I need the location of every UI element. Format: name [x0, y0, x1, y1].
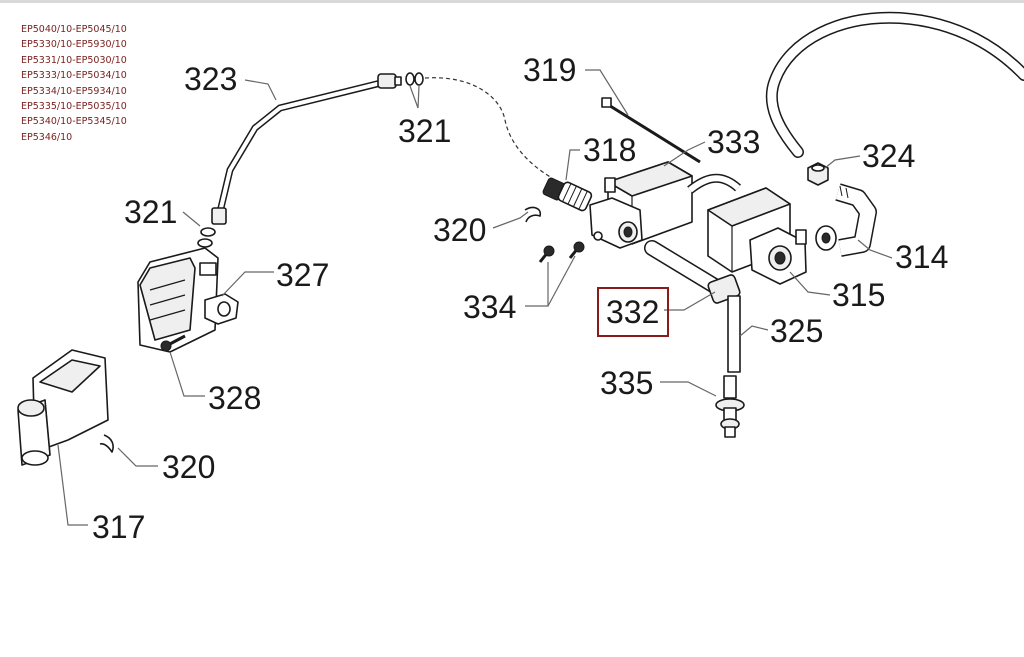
- label-333[interactable]: 333: [707, 124, 760, 160]
- cover-317-drawing[interactable]: [17, 349, 109, 466]
- label-327[interactable]: 327: [276, 257, 329, 293]
- model-list-item: EP5330/10-EP5930/10: [21, 39, 127, 51]
- label-314[interactable]: 314: [895, 239, 948, 275]
- valve-315-drawing[interactable]: [707, 187, 807, 285]
- label-328[interactable]: 328: [208, 380, 261, 416]
- elbow-314-drawing[interactable]: [815, 183, 877, 257]
- highlight-box-332: [597, 287, 669, 337]
- fitting-318-drawing[interactable]: [542, 177, 593, 212]
- nut-324-drawing[interactable]: [807, 162, 829, 186]
- valve-333-drawing[interactable]: [589, 161, 741, 249]
- guide-line: [424, 77, 553, 179]
- label-320-middle[interactable]: 320: [433, 212, 486, 248]
- screws-334-drawing[interactable]: [538, 241, 585, 263]
- model-list-item: EP5335/10-EP5035/10: [21, 101, 127, 113]
- o-ring-321-top[interactable]: [405, 72, 424, 86]
- model-list-item: EP5040/10-EP5045/10: [21, 24, 127, 35]
- label-332[interactable]: 332: [606, 294, 659, 330]
- label-317[interactable]: 317: [92, 509, 145, 545]
- connector-335-drawing[interactable]: [715, 375, 745, 438]
- label-324[interactable]: 324: [862, 138, 915, 174]
- label-315[interactable]: 315: [832, 277, 885, 313]
- label-319[interactable]: 319: [523, 52, 576, 88]
- label-320-lower[interactable]: 320: [162, 449, 215, 485]
- o-ring-321-left[interactable]: [197, 227, 216, 248]
- top-border: [0, 0, 1024, 3]
- label-321-left[interactable]: 321: [124, 194, 177, 230]
- label-334[interactable]: 334: [463, 289, 516, 325]
- label-325[interactable]: 325: [770, 313, 823, 349]
- label-318[interactable]: 318: [583, 132, 636, 168]
- model-list-item: EP5346/10: [21, 131, 73, 143]
- label-335[interactable]: 335: [600, 365, 653, 401]
- clip-320-lower[interactable]: [99, 434, 114, 453]
- housing-327-drawing[interactable]: [137, 247, 239, 353]
- model-list: EP5040/10-EP5045/10 EP5330/10-EP5930/10 …: [21, 22, 127, 145]
- clip-320-middle[interactable]: [524, 206, 542, 223]
- model-list-item: EP5333/10-EP5034/10: [21, 70, 127, 82]
- hose-top-drawing[interactable]: [765, 11, 1024, 158]
- model-list-item: EP5331/10-EP5030/10: [21, 54, 127, 66]
- model-list-item: EP5334/10-EP5934/10: [21, 85, 127, 97]
- label-323[interactable]: 323: [184, 61, 237, 97]
- model-list-item: EP5340/10-EP5345/10: [21, 116, 127, 128]
- tube-325-drawing[interactable]: [727, 295, 741, 373]
- leader-lines: [57, 69, 893, 526]
- screw-328-drawing[interactable]: [160, 334, 186, 352]
- label-321-top[interactable]: 321: [398, 113, 451, 149]
- tube-323-drawing[interactable]: [211, 73, 402, 225]
